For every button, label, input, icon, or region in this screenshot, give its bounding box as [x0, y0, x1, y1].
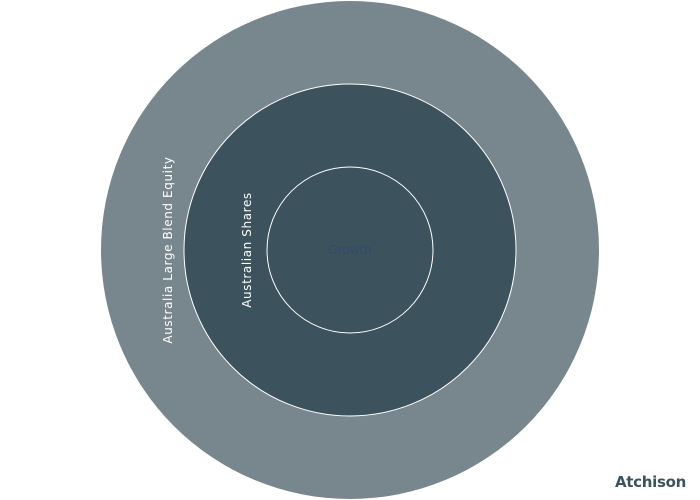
ring-level-0[interactable] [266, 166, 434, 334]
center-label: Growth [328, 243, 371, 257]
atchison-logo: Atchison [614, 473, 686, 491]
ring-label-level-2: Australia Large Blend Equity [161, 156, 175, 343]
ring-label-level-1: Australian Shares [240, 192, 254, 308]
